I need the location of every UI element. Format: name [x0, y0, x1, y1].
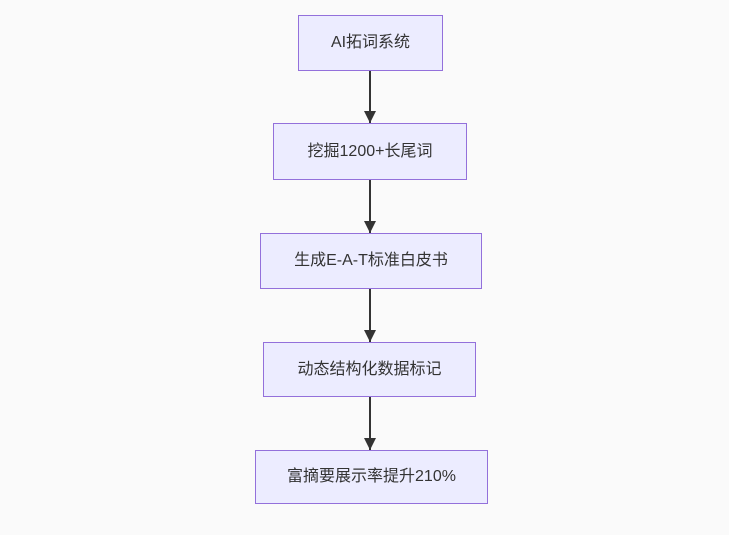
- flow-arrow-3: [369, 289, 371, 342]
- node-label: 富摘要展示率提升210%: [287, 468, 456, 486]
- flow-node-structured-data-markup: 动态结构化数据标记: [263, 342, 476, 397]
- flow-node-ai-expansion-system: AI拓词系统: [298, 15, 443, 71]
- flow-arrow-4: [369, 397, 371, 450]
- node-label: 挖掘1200+长尾词: [307, 142, 433, 160]
- flow-arrow-1: [369, 71, 371, 123]
- flow-node-longtail-mining: 挖掘1200+长尾词: [273, 123, 467, 180]
- node-label: AI拓词系统: [330, 34, 411, 52]
- node-label: 生成E-A-T标准白皮书: [294, 252, 448, 270]
- node-label: 动态结构化数据标记: [297, 360, 442, 378]
- flow-node-eat-whitepaper: 生成E-A-T标准白皮书: [260, 233, 482, 289]
- flow-node-rich-snippet-result: 富摘要展示率提升210%: [255, 450, 488, 504]
- flow-arrow-2: [369, 180, 371, 233]
